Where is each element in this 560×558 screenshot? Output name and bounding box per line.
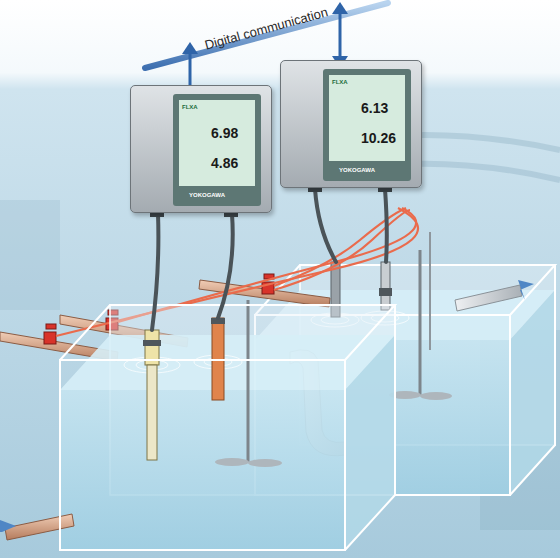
analyzer-housing: FLXA 6.13 10.26YOKOGAWA bbox=[280, 60, 422, 188]
model-name: FLXA bbox=[332, 79, 348, 85]
reading-value: 4.86 bbox=[211, 156, 238, 170]
reading-value: 6.98 bbox=[211, 126, 238, 140]
brand-name: YOKOGAWA bbox=[339, 167, 375, 173]
lcd-display bbox=[179, 100, 255, 186]
lcd-display bbox=[329, 75, 405, 161]
brand-name: YOKOGAWA bbox=[189, 192, 225, 198]
reading-value: 6.13 bbox=[361, 101, 388, 115]
model-name: FLXA bbox=[182, 104, 198, 110]
reading-value: 10.26 bbox=[361, 131, 396, 145]
analyzer-housing: FLXA 6.98 4.86YOKOGAWA bbox=[130, 85, 272, 213]
